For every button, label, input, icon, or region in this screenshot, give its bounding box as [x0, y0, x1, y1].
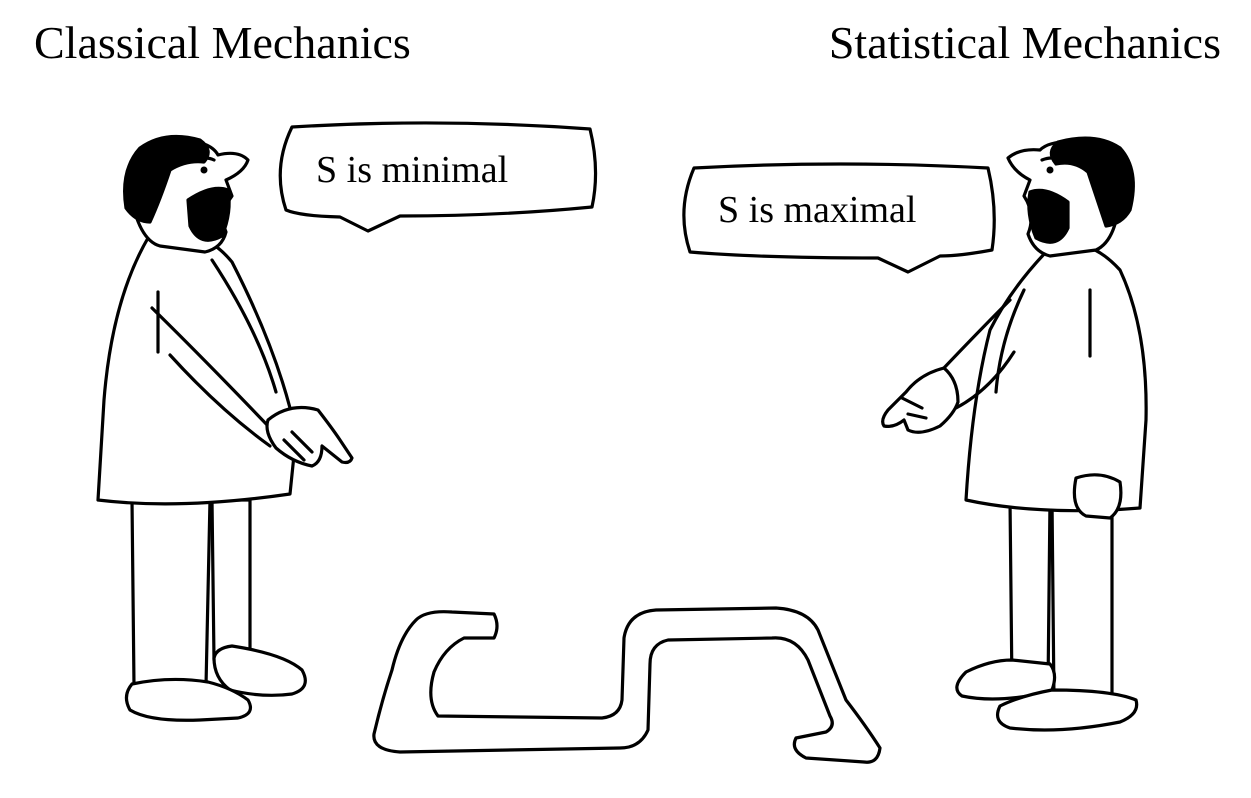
statistical-mechanics-heading: Statistical Mechanics [828, 17, 1221, 68]
left-man-figure [96, 134, 354, 722]
left-bubble-text: S is minimal [316, 149, 509, 191]
classical-mechanics-heading: Classical Mechanics [34, 17, 411, 68]
right-bubble-text: S is maximal [718, 189, 917, 231]
right-man-figure [881, 136, 1148, 732]
right-speech-bubble [682, 162, 996, 274]
left-speech-bubble [278, 121, 598, 233]
s-shaped-object [372, 606, 882, 764]
